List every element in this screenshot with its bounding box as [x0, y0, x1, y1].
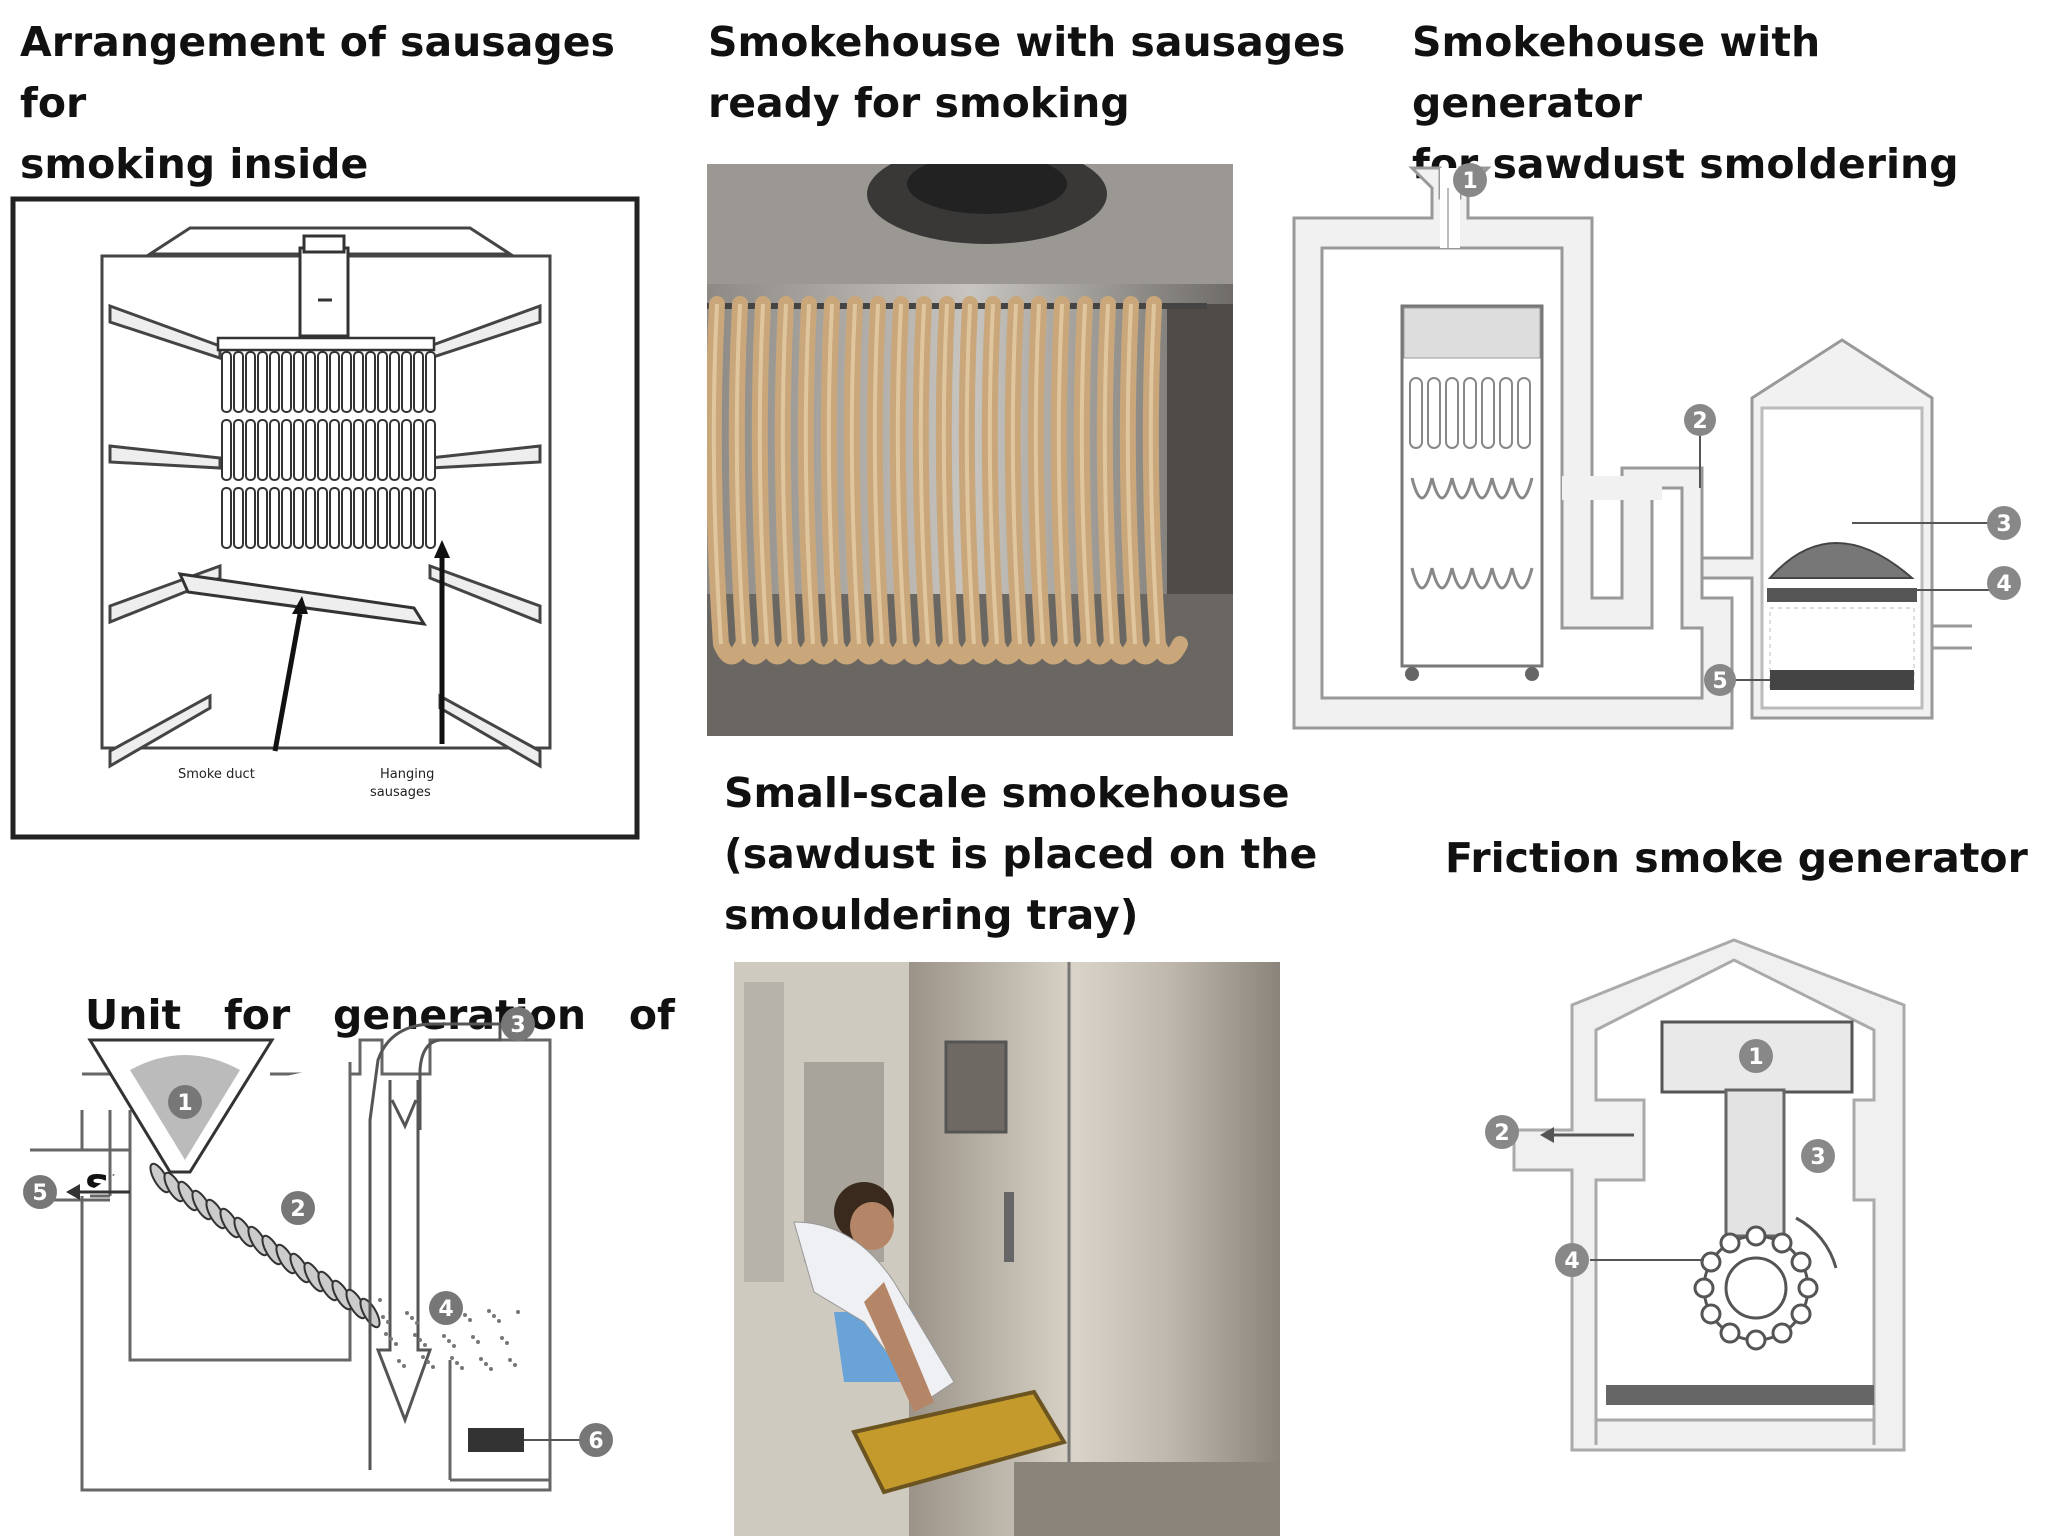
- marker-3: 3: [1987, 506, 2021, 540]
- smoke-duct-label: Smoke duct: [178, 767, 255, 782]
- caption-line: smouldering tray): [724, 891, 1139, 939]
- marker-1: 1: [1453, 163, 1487, 197]
- friction-generator-diagram: 1 2 3 4: [1485, 938, 1906, 1452]
- chimney: [298, 246, 350, 338]
- sawdust-pile: [1767, 542, 1915, 579]
- caption-smokehouse-sausages: Smokehouse with sausages ready for smoki…: [708, 12, 1348, 134]
- smokehouse-generator-diagram: 1 2 3 4 5: [1292, 163, 2021, 730]
- marker-2: 2: [1485, 1115, 1519, 1149]
- hanging-sausages-label: Hanging: [380, 767, 434, 782]
- marker-5: 5: [23, 1175, 57, 1209]
- caption-line: Smokehouse with sausages: [708, 18, 1346, 66]
- svg-text:2: 2: [290, 1197, 305, 1222]
- caption-line: for sawdust smoldering: [1412, 140, 1959, 188]
- residue-collector: [468, 1428, 524, 1452]
- marker-1: 1: [168, 1085, 202, 1119]
- sawdust-tray: [1606, 1385, 1874, 1405]
- sausage-trolley: [1400, 304, 1544, 668]
- svg-text:3: 3: [1810, 1145, 1825, 1170]
- svg-text:1: 1: [1748, 1045, 1763, 1070]
- svg-text:5: 5: [1712, 669, 1727, 694]
- marker-4: 4: [1555, 1243, 1589, 1277]
- steam-smoke-unit-diagram: 1 2 3 4 5 6: [23, 1007, 613, 1492]
- marker-6: 6: [579, 1423, 613, 1457]
- svg-text:4: 4: [1564, 1249, 1579, 1274]
- small-scale-smokehouse-photo: [734, 962, 1280, 1536]
- marker-4: 4: [1987, 566, 2021, 600]
- caption-line: ready for smoking: [708, 79, 1130, 127]
- sausage-arrangement-diagram: Smoke duct Hanging sausages: [10, 196, 640, 840]
- marker-2: 2: [1684, 404, 1716, 436]
- caption-line: Arrangement of sausages for: [20, 18, 615, 127]
- cabinet-window: [944, 1040, 1008, 1134]
- svg-text:4: 4: [1996, 572, 2011, 597]
- svg-text:2: 2: [1692, 409, 1707, 434]
- friction-wheel: [1693, 1216, 1838, 1351]
- heating-element: [1767, 588, 1917, 602]
- marker-2: 2: [281, 1191, 315, 1225]
- caption-friction-generator: Friction smoke generator: [1445, 828, 2045, 889]
- marker-3: 3: [501, 1007, 535, 1041]
- svg-text:4: 4: [438, 1297, 453, 1322]
- svg-text:6: 6: [588, 1429, 603, 1454]
- ash-tray: [1770, 670, 1914, 690]
- marker-1: 1: [1739, 1039, 1773, 1073]
- svg-text:3: 3: [510, 1013, 525, 1038]
- svg-text:2: 2: [1494, 1121, 1509, 1146]
- svg-text:5: 5: [32, 1181, 47, 1206]
- svg-text:1: 1: [177, 1091, 192, 1116]
- marker-4: 4: [429, 1291, 463, 1325]
- steam-pipe: [368, 1022, 502, 1470]
- hanging-sausages-label: sausages: [370, 785, 431, 800]
- marker-5: 5: [1704, 664, 1736, 696]
- smokehouse-sausages-photo: [707, 164, 1233, 736]
- worker: [793, 1182, 955, 1412]
- caption-line: Small-scale smokehouse: [724, 769, 1290, 817]
- caption-line: Smokehouse with generator: [1412, 18, 1821, 127]
- marker-3: 3: [1801, 1139, 1835, 1173]
- caption-line: Friction smoke generator: [1445, 834, 2028, 882]
- svg-text:3: 3: [1996, 512, 2011, 537]
- caption-smokehouse-generator: Smokehouse with generator for sawdust sm…: [1412, 12, 2042, 195]
- caption-line: (sawdust is placed on the: [724, 830, 1318, 878]
- wood-log: [1724, 1088, 1786, 1238]
- sausage-loops: [707, 296, 1188, 665]
- hanging-sausages: [216, 336, 436, 549]
- caption-small-scale-smokehouse: Small-scale smokehouse (sawdust is place…: [724, 763, 1344, 946]
- caption-line: Unit for generation of: [85, 991, 675, 1039]
- smouldering-tray: [851, 1389, 1068, 1495]
- svg-text:1: 1: [1462, 169, 1477, 194]
